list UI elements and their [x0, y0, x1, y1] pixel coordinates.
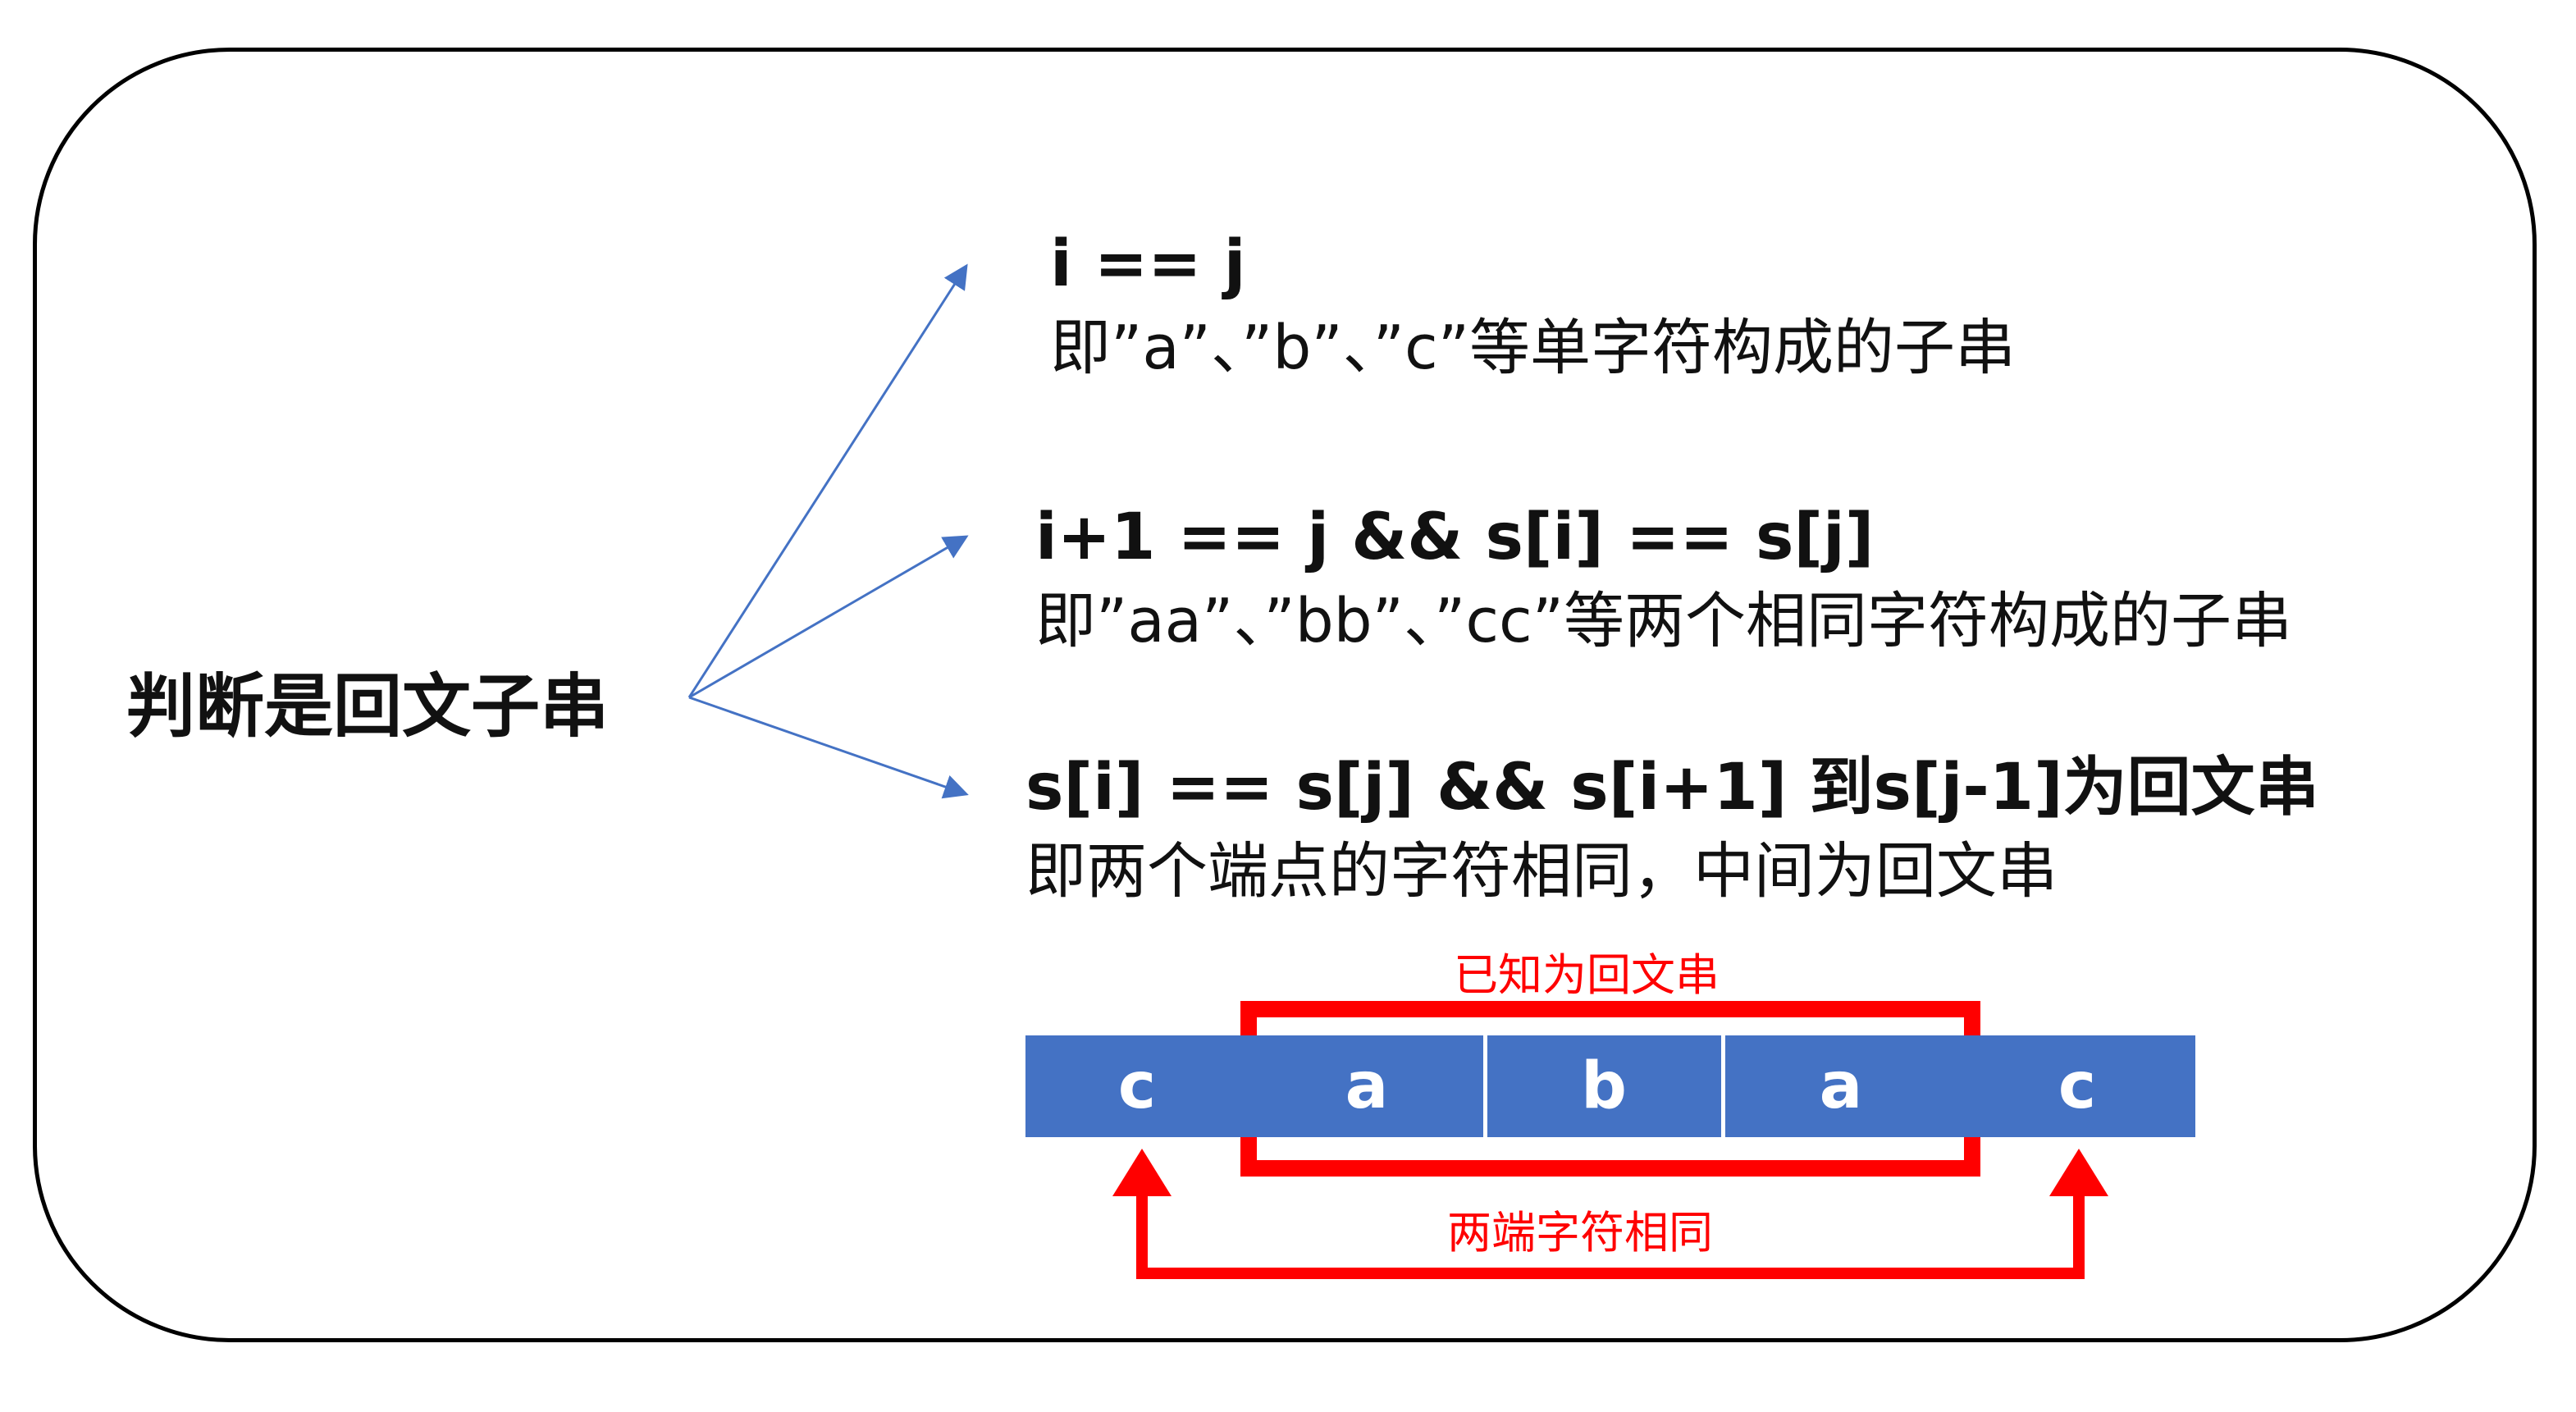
string-cell-3: a	[1819, 1049, 1863, 1123]
known-palindrome-label: 已知为回文串	[1454, 949, 1720, 1001]
branch-arrow-1	[687, 263, 968, 698]
ends-same-arrowhead-right	[2049, 1149, 2108, 1196]
string-cell-0: c	[1117, 1049, 1157, 1123]
branch-3-condition: s[i] == s[j] && s[i+1] 到s[j-1]为回文串	[1025, 751, 2319, 825]
ends-same-label: 两端字符相同	[1447, 1207, 1713, 1259]
root-label: 判断是回文子串	[126, 666, 610, 747]
branch-1-description: 即”a”、”b”、”c”等单字符构成的子串	[1050, 313, 2016, 383]
string-cell-1: a	[1345, 1049, 1389, 1123]
branch-2-description: 即”aa”、”bb”、”cc”等两个相同字符构成的子串	[1035, 586, 2293, 656]
branch-3: s[i] == s[j] && s[i+1] 到s[j-1]为回文串 即两个端点…	[1025, 745, 2319, 912]
string-cell-4: c	[2058, 1049, 2097, 1123]
ends-same-arrowhead-left	[1112, 1149, 1172, 1196]
example-string-strip: c a b a c	[1025, 1035, 2195, 1137]
branch-arrow-3	[688, 696, 969, 799]
branch-1: i == j 即”a”、”b”、”c”等单字符构成的子串	[1050, 222, 2016, 389]
branch-arrow-2	[688, 535, 969, 699]
string-cell-2: b	[1581, 1049, 1627, 1123]
branch-2-condition: i+1 == j && s[i] == s[j]	[1035, 500, 1875, 574]
cell-divider	[1483, 1035, 1487, 1137]
branch-3-description: 即两个端点的字符相同，中间为回文串	[1025, 836, 2058, 907]
ends-same-connector	[1136, 1180, 2085, 1279]
branch-2: i+1 == j && s[i] == s[j] 即”aa”、”bb”、”cc”…	[1035, 495, 2292, 662]
branch-1-condition: i == j	[1050, 227, 1246, 301]
cell-divider	[1721, 1035, 1725, 1137]
diagram-frame	[33, 48, 2537, 1342]
